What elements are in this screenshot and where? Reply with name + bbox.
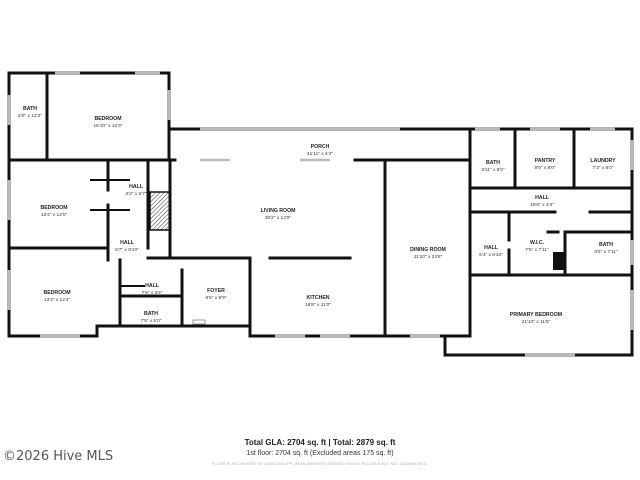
svg-text:BATH: BATH: [144, 311, 158, 317]
svg-text:PANTRY: PANTRY: [535, 158, 556, 164]
svg-text:7'3" x 8'0": 7'3" x 8'0": [593, 165, 614, 171]
svg-text:5'11" x 8'0": 5'11" x 8'0": [481, 167, 505, 173]
door-mat-icon: [192, 319, 206, 325]
svg-text:BEDROOM: BEDROOM: [94, 116, 121, 122]
svg-text:7'5" x 7'11": 7'5" x 7'11": [525, 247, 549, 253]
svg-text:13'4" x 12'0": 13'4" x 12'0": [41, 212, 68, 218]
svg-text:BEDROOM: BEDROOM: [40, 205, 67, 211]
svg-text:DINING ROOM: DINING ROOM: [410, 247, 446, 253]
room-dining-room: DINING ROOM 11'10" x 24'8": [410, 247, 446, 260]
room-bedroom-top: BEDROOM 16'10" x 12'3": [94, 116, 123, 129]
svg-text:PRIMARY BEDROOM: PRIMARY BEDROOM: [510, 312, 562, 318]
room-porch: PORCH 41'11" x 4'4": [307, 144, 333, 157]
svg-text:21'10" x 11'8": 21'10" x 11'8": [522, 319, 551, 325]
svg-text:30'2" x 13'9": 30'2" x 13'9": [265, 215, 292, 221]
svg-text:BEDROOM: BEDROOM: [43, 290, 70, 296]
room-laundry: LAUNDRY 7'3" x 8'0": [590, 158, 616, 171]
windows: [7, 71, 634, 357]
svg-text:19'6" x 4'4": 19'6" x 4'4": [530, 202, 554, 208]
room-bath-nw: BATH 5'0" x 12'3": [18, 106, 42, 119]
svg-text:HALL: HALL: [129, 184, 144, 190]
svg-text:BATH: BATH: [23, 106, 37, 112]
details: [90, 179, 565, 325]
svg-text:7'9" x 3'4": 7'9" x 3'4": [142, 290, 163, 296]
svg-text:5'7" x 8'10": 5'7" x 8'10": [115, 247, 139, 253]
svg-text:8'5" x 7'11": 8'5" x 7'11": [594, 249, 618, 255]
room-kitchen: KITCHEN 18'8" x 11'0": [305, 295, 331, 308]
disclaimer: FLOOR PLAN CREATED BY CUBICASA APP. MEAS…: [212, 462, 428, 466]
svg-text:HALL: HALL: [145, 283, 160, 289]
svg-text:9'6" x 8'9": 9'6" x 8'9": [206, 295, 227, 301]
svg-text:FOYER: FOYER: [207, 288, 225, 294]
fireplace-icon: [149, 191, 171, 231]
room-living-room: LIVING ROOM 30'2" x 13'9": [261, 208, 296, 221]
watermark: ©2026 Hive MLS: [3, 449, 114, 464]
room-hall-mini: HALL 7'9" x 3'4": [142, 283, 163, 296]
room-hall-left: HALL 5'7" x 8'10": [115, 240, 139, 253]
room-hall-east: HALL 19'6" x 4'4": [530, 195, 554, 208]
svg-text:LIVING ROOM: LIVING ROOM: [261, 208, 296, 214]
svg-text:5'4" x 6'10": 5'4" x 6'10": [479, 252, 503, 258]
svg-text:BATH: BATH: [599, 242, 613, 248]
room-bath-ne: BATH 5'11" x 8'0": [481, 160, 505, 173]
svg-text:KITCHEN: KITCHEN: [306, 295, 329, 301]
total-area: Total GLA: 2704 sq. ft | Total: 2879 sq.…: [244, 438, 396, 447]
room-primary-bedroom: PRIMARY BEDROOM 21'10" x 11'8": [510, 312, 562, 325]
svg-text:7'9" x 5'0": 7'9" x 5'0": [141, 318, 162, 324]
room-pantry: PANTRY 8'0" x 8'0": [535, 158, 556, 171]
svg-text:HALL: HALL: [535, 195, 550, 201]
svg-text:BATH: BATH: [486, 160, 500, 166]
floor-area: 1st floor: 2704 sq. ft (Excluded areas 1…: [246, 450, 394, 457]
cabinet-icon: [553, 252, 565, 270]
svg-text:LAUNDRY: LAUNDRY: [590, 158, 616, 164]
svg-text:HALL: HALL: [484, 245, 499, 251]
room-hall-small: HALL 3'2" x 6'7": [126, 184, 147, 197]
svg-text:41'11" x 4'4": 41'11" x 4'4": [307, 151, 333, 157]
room-bath-primary: BATH 8'5" x 7'11": [594, 242, 618, 255]
svg-text:5'0" x 12'3": 5'0" x 12'3": [18, 113, 42, 119]
svg-text:PORCH: PORCH: [311, 144, 330, 150]
room-foyer: FOYER 9'6" x 8'9": [206, 288, 227, 301]
room-hall-east-small: HALL 5'4" x 6'10": [479, 245, 503, 258]
svg-text:W.I.C.: W.I.C.: [530, 240, 545, 246]
room-bedroom-mid: BEDROOM 13'4" x 12'0": [40, 205, 67, 218]
svg-text:13'4" x 12'4": 13'4" x 12'4": [44, 297, 71, 303]
svg-text:HALL: HALL: [120, 240, 135, 246]
svg-text:8'0" x 8'0": 8'0" x 8'0": [535, 165, 556, 171]
svg-text:11'10" x 24'8": 11'10" x 24'8": [414, 254, 443, 260]
svg-text:16'10" x 12'3": 16'10" x 12'3": [94, 123, 123, 129]
svg-text:18'8" x 11'0": 18'8" x 11'0": [305, 302, 331, 308]
room-bath-sw: BATH 7'9" x 5'0": [141, 311, 162, 324]
room-wic: W.I.C. 7'5" x 7'11": [525, 240, 549, 253]
room-bedroom-low: BEDROOM 13'4" x 12'4": [43, 290, 70, 303]
svg-text:3'2" x 6'7": 3'2" x 6'7": [126, 191, 147, 197]
